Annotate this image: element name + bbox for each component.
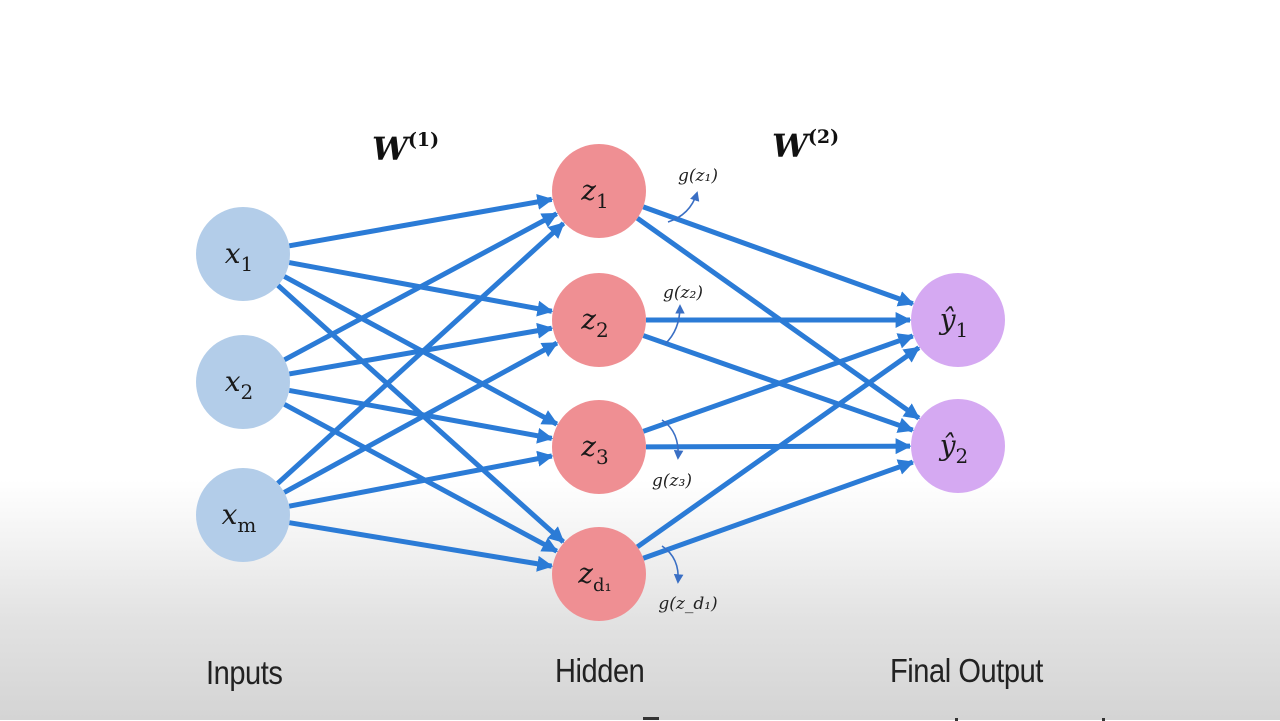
hidden-node-1-circle [552,144,646,238]
edge-input-hidden [288,450,554,509]
hidden-node-1-label: z1 [580,174,609,213]
output-node-2: ŷ2 [911,399,1005,493]
activation-arrows-group [661,191,700,584]
layer-label-output: Final Output [890,652,1043,689]
hidden-node-3-circle [552,400,646,494]
edge-hidden-output [642,459,915,561]
hidden-node-4: zd₁ [552,527,646,621]
hidden-node-3: z3 [552,400,646,494]
input-node-3: xm [196,468,290,562]
hidden-node-2-circle [552,273,646,367]
input-node-3-label: xm [222,498,257,537]
edge-input-hidden [288,193,554,249]
cropped-text-fragment [643,717,659,720]
input-node-2-label: x2 [225,365,254,404]
activation-arrow-icon [661,419,684,460]
edge-input-hidden [276,221,566,486]
weight-label-2: W(2) [772,126,839,165]
edge-input-hidden [283,402,559,554]
activation-arrow-icon [667,191,700,223]
edge-hidden-output [635,345,921,549]
activation-label-3: g(z₃) [652,471,692,491]
edge-input-hidden [283,340,559,495]
output-node-1-circle [911,273,1005,367]
edge-input-hidden [288,520,554,572]
output-node-2-label: ŷ2 [938,429,969,468]
input-node-1: x1 [196,207,290,301]
hidden-node-2-label: z2 [580,303,609,342]
nodes-group: x1 x2 xm z1 z2 z3 zd₁ ŷ1 ŷ2 [196,144,1005,621]
input-node-1-circle [196,207,290,301]
edge-input-hidden [283,211,559,362]
edge-hidden-output [642,333,915,434]
hidden-node-2: z2 [552,273,646,367]
input-node-2: x2 [196,335,290,429]
output-node-2-circle [911,399,1005,493]
input-node-1-label: x1 [225,237,254,276]
input-node-3-circle [196,468,290,562]
output-node-1: ŷ1 [911,273,1005,367]
edges-group [276,193,921,572]
weights-group: W(1) W(2) [372,126,839,168]
activation-arrow-icon [661,545,684,584]
hidden-node-4-circle [552,527,646,621]
hidden-node-4-label: zd₁ [577,557,612,596]
edge-hidden-output [642,204,915,307]
layer-label-hidden: Hidden [555,652,645,689]
hidden-node-3-label: z3 [580,430,609,469]
activation-label-4: g(z_d₁) [658,594,717,614]
input-node-2-circle [196,335,290,429]
activation-label-2: g(z₂) [663,283,703,303]
activation-label-1: g(z₁) [678,166,718,186]
output-node-1-label: ŷ1 [938,303,969,342]
hidden-node-1: z1 [552,144,646,238]
activation-arrow-icon [664,304,685,345]
activation-labels-group: g(z₁) g(z₂) g(z₃) g(z_d₁) [652,166,718,614]
weight-label-1: W(1) [372,129,439,168]
edge-input-hidden [288,387,554,444]
layer-label-inputs: Inputs [206,654,283,691]
